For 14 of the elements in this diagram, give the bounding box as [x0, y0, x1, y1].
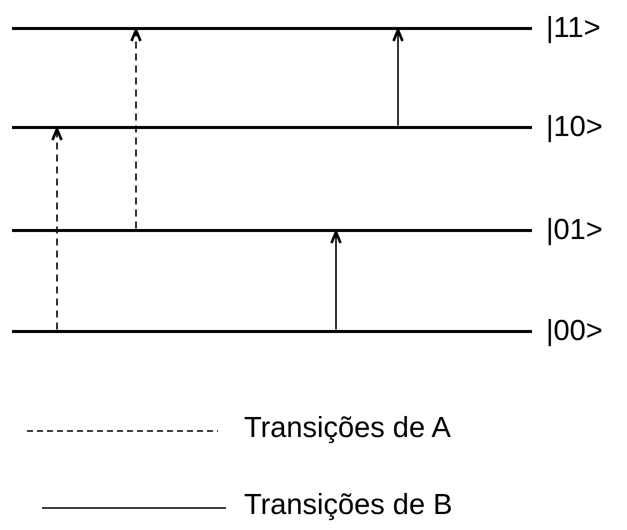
state-label: |00> — [546, 314, 603, 348]
legend-label: Transições de A — [244, 411, 451, 445]
state-label: |10> — [546, 110, 603, 144]
energy-level-line — [12, 228, 532, 232]
legend-label: Transições de B — [244, 488, 452, 522]
transition-arrow — [392, 28, 404, 126]
transition-arrow — [130, 28, 142, 228]
energy-level-line — [12, 330, 532, 332]
state-label: |01> — [546, 213, 603, 247]
energy-level-line — [12, 26, 532, 30]
transition-arrow — [330, 230, 342, 330]
energy-level-line — [12, 126, 532, 128]
state-label: |11> — [546, 11, 601, 45]
transition-arrow — [51, 128, 63, 330]
